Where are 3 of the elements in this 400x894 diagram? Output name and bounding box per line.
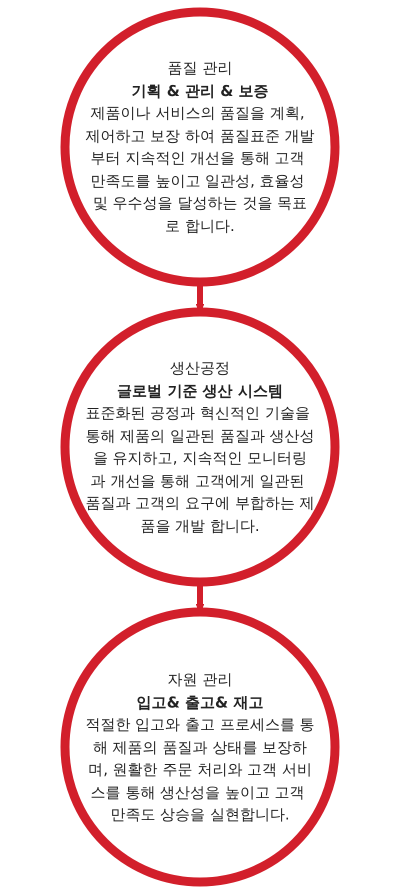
node-circle: 품질 관리 기획 & 관리 & 보증 제품이나 서비스의 품질을 계획, 제어하고 보장 하여 품질표준 개발부터 지속적인 개선을 통해 고객 만족도를 높이고 일관성, 효율성 및 우수성을 달성하는 것을 목표로 합니다.: [60, 8, 340, 286]
node-circle: 자원 관리 입고& 출고& 재고 적절한 입고와 출고 프로세스를 통해 제품의 품질과 상태를 보장하며, 원활한 주문 처리와 고객 서비스를 통해 생산성을 높이고 고객 만족도 상승을 실현합니다.: [60, 608, 340, 886]
node-circle: 생산공정 글로벌 기준 생산 시스템 표준화된 공정과 혁신적인 기술을 통해 제품의 일관된 품질과 생산성을 유지하고, 지속적인 모니터링과 개선을 통해 고객에게 일관된 품질과 고객의 요구에 부합하는 제품을 개발 합니다.: [60, 308, 340, 586]
